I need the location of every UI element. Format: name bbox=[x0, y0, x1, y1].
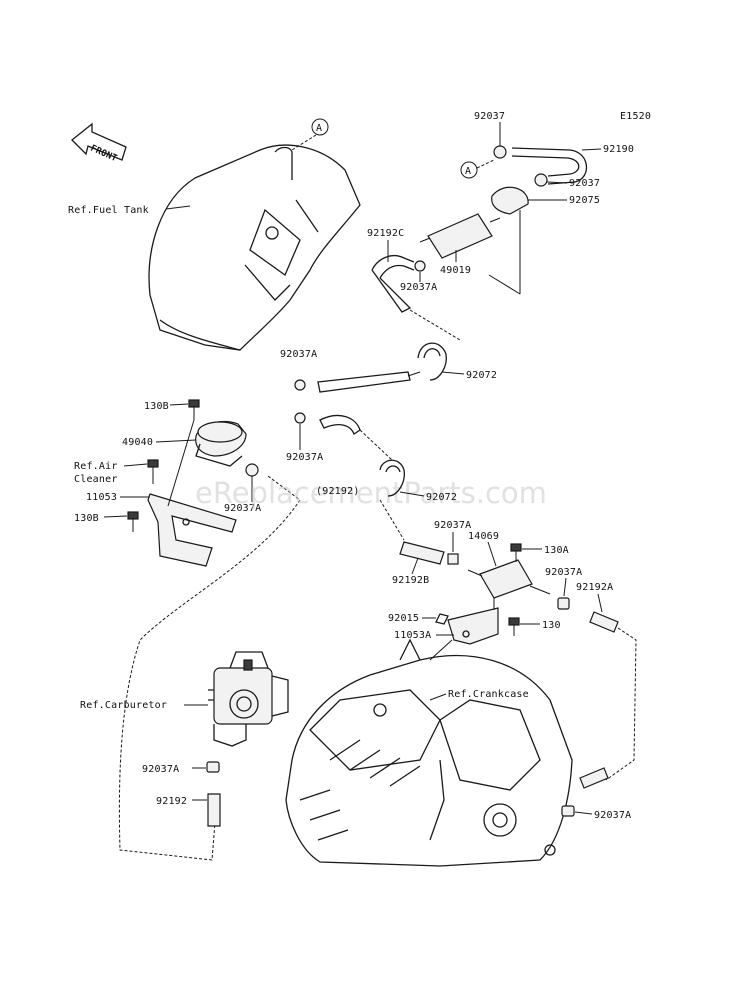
part-92037a-bottom: 92037A bbox=[594, 810, 631, 821]
clamp-92037a-carb bbox=[206, 761, 220, 773]
bolt-air-cleaner bbox=[147, 459, 159, 484]
callout-a-top: A bbox=[291, 118, 329, 151]
front-label: FRONT bbox=[89, 144, 119, 165]
fuel-pump bbox=[195, 421, 259, 477]
ref-air-cleaner-line1: Ref.Air bbox=[74, 461, 118, 472]
part-11053: 11053 bbox=[86, 492, 117, 503]
bracket-11053a bbox=[447, 607, 499, 645]
part-49019: 49019 bbox=[440, 265, 471, 276]
part-92015: 92015 bbox=[388, 613, 419, 624]
ref-fuel-tank: Ref.Fuel Tank bbox=[68, 205, 149, 216]
part-92192a: 92192A bbox=[576, 582, 613, 593]
clamp-92037a-right bbox=[447, 553, 459, 565]
part-92192c: 92192C bbox=[367, 228, 404, 239]
callout-a-right: A bbox=[460, 159, 495, 179]
watermark: eReplacementParts.com bbox=[195, 476, 547, 510]
ref-carburetor: Ref.Carburetor bbox=[80, 700, 167, 711]
bolt-130a bbox=[510, 543, 522, 562]
hose-92192 bbox=[207, 793, 221, 827]
clamp-92037a-filter bbox=[414, 260, 426, 272]
ref-crankcase: Ref.Crankcase bbox=[448, 689, 529, 700]
part-49040: 49040 bbox=[122, 437, 153, 448]
part-92192b: 92192B bbox=[392, 575, 429, 586]
clip-92015 bbox=[435, 613, 449, 625]
clamp-92037-mid bbox=[534, 173, 548, 187]
part-92075: 92075 bbox=[569, 195, 600, 206]
part-92037a-pump: 92037A bbox=[286, 452, 323, 463]
part-92190: 92190 bbox=[603, 144, 634, 155]
part-92037a-right: 92037A bbox=[434, 520, 471, 531]
clamp-92037a-far bbox=[557, 597, 570, 610]
part-92037a-low: 92037A bbox=[224, 503, 261, 514]
part-130b-low: 130B bbox=[74, 513, 99, 524]
crankcase bbox=[285, 638, 573, 867]
part-92037a-clip: 92037A bbox=[280, 349, 317, 360]
part-92037-top: 92037 bbox=[474, 111, 505, 122]
part-130b-top: 130B bbox=[144, 401, 169, 412]
fuel-tank bbox=[148, 144, 361, 351]
callout-a-top-letter: A bbox=[316, 123, 322, 134]
hose-crankcase bbox=[561, 767, 609, 817]
fuel-filter bbox=[419, 213, 501, 259]
clamp-92072-mid bbox=[379, 459, 405, 497]
part-130: 130 bbox=[542, 620, 561, 631]
part-92192-paren: (92192) bbox=[316, 486, 360, 497]
part-11053a: 11053A bbox=[394, 630, 431, 641]
bolt-130 bbox=[508, 617, 520, 636]
fuel-filter-14069 bbox=[467, 559, 551, 599]
bolt-130b-low bbox=[127, 511, 139, 532]
hose-92192a bbox=[589, 611, 619, 633]
part-92037a-carb: 92037A bbox=[142, 764, 179, 775]
hose-tank-pump bbox=[294, 371, 421, 393]
diagram-code: E1520 bbox=[620, 111, 651, 122]
callout-a-right-letter: A bbox=[465, 166, 471, 177]
bracket-11053 bbox=[147, 493, 237, 567]
part-92072-top: 92072 bbox=[466, 370, 497, 381]
carburetor bbox=[208, 651, 289, 747]
hose-92190 bbox=[511, 147, 588, 185]
part-92192: 92192 bbox=[156, 796, 187, 807]
part-92037a-filter: 92037A bbox=[400, 282, 437, 293]
hose-pump-right bbox=[294, 412, 393, 461]
clamp-92037-top bbox=[493, 145, 507, 159]
hose-92192b bbox=[399, 541, 445, 565]
clamp-92072-top bbox=[417, 342, 447, 381]
part-92037a-far: 92037A bbox=[545, 567, 582, 578]
bolt-130b-top bbox=[188, 399, 200, 420]
front-arrow: FRONT bbox=[71, 122, 127, 165]
part-92037-mid: 92037 bbox=[569, 178, 600, 189]
part-92072-mid: 92072 bbox=[426, 492, 457, 503]
ref-air-cleaner-line2: Cleaner bbox=[74, 474, 118, 485]
part-130a: 130A bbox=[544, 545, 569, 556]
part-14069: 14069 bbox=[468, 531, 499, 542]
bracket-92075 bbox=[491, 186, 529, 215]
